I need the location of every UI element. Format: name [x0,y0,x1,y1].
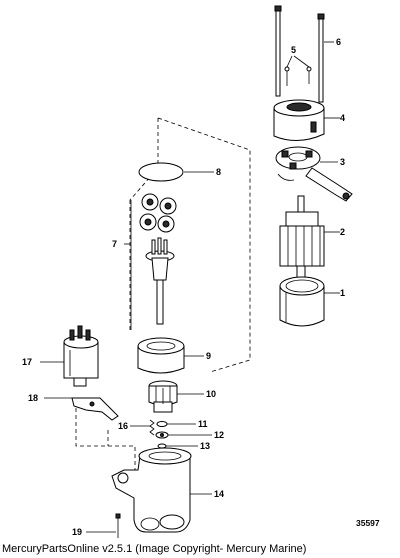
armature [279,195,325,279]
callout-1: 1 [340,288,345,298]
drive-ring [137,337,185,374]
end-cap [273,99,325,141]
callout-13: 13 [200,441,210,451]
field-frame [279,276,325,327]
callout-18: 18 [28,393,38,403]
spring [149,419,155,436]
callout-6: 6 [336,37,341,47]
callout-16: 16 [118,421,128,431]
callout-2: 2 [340,227,345,237]
callout-17: 17 [22,357,32,367]
callout-4: 4 [340,113,345,123]
shift-lever [71,397,119,421]
planetary-gear-set [139,193,177,325]
exploded-parts-diagram: 1 2 3 4 5 6 7 8 9 10 11 12 13 14 16 17 1… [22,5,380,538]
callout-3: 3 [340,157,345,167]
callout-9: 9 [206,351,211,361]
small-hardware [155,421,169,449]
mounting-bolt [115,513,121,538]
callout-12: 12 [214,430,224,440]
callout-5: 5 [291,45,296,55]
leader-lines [40,41,340,533]
callout-11: 11 [198,419,208,429]
callout-labels: 1 2 3 4 5 6 7 8 9 10 11 12 13 14 16 17 1… [22,37,380,537]
brush-plate [275,146,353,202]
callout-7: 7 [112,239,117,249]
callout-19: 19 [72,527,82,537]
drive-pinion [148,380,178,413]
copyright-footer: MercuryPartsOnline v2.5.1 (Image Copyrig… [2,543,307,555]
o-ring [138,162,184,182]
diagram-id: 35597 [356,518,380,528]
through-bolts [274,5,325,103]
callout-10: 10 [206,389,216,399]
callout-8: 8 [216,167,221,177]
callout-14: 14 [214,489,224,499]
small-screws [284,66,312,86]
drive-end-housing [111,447,192,533]
solenoid [63,325,99,387]
